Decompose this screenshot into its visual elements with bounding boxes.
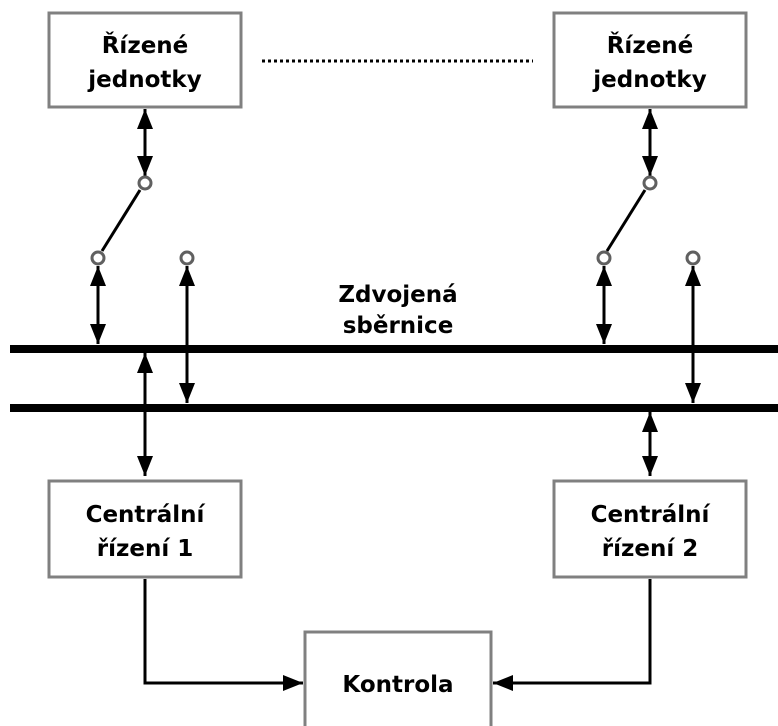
central-control-2-line1: Centrální (591, 502, 711, 528)
control-check-box: Kontrola (303, 630, 493, 726)
bus-label-line1: Zdvojená (338, 282, 457, 308)
switch-right-lever (605, 189, 647, 252)
switch-left-contact-a-node (90, 250, 106, 266)
controlled-units-right-line1: Řízené (607, 31, 694, 59)
central1-control-connector (143, 579, 303, 691)
switch-right-contact-b-node (685, 250, 701, 266)
controlled-units-left-line1: Řízené (102, 31, 189, 59)
central-control-1-line1: Centrální (86, 502, 206, 528)
central-control-2-line2: řízení 2 (602, 536, 698, 562)
controlled-units-left-line2: jednotky (87, 67, 201, 93)
controlled-units-box-right: Řízené jednotky (552, 11, 748, 109)
switch-left-pivot-node (137, 175, 153, 191)
central-control-1-line2: řízení 1 (97, 536, 193, 562)
switch-left-lever (100, 189, 142, 252)
central2-control-connector (493, 579, 652, 691)
bus-label-line2: sběrnice (343, 313, 454, 339)
central-control-2-box: Centrální řízení 2 (552, 479, 748, 579)
controlled-units-right-line2: jednotky (592, 67, 706, 93)
switch-right-contact-a-node (596, 250, 612, 266)
controlled-units-box-left: Řízené jednotky (47, 11, 243, 109)
central-control-1-box: Centrální řízení 1 (47, 479, 243, 579)
control-check-label: Kontrola (342, 672, 453, 698)
switch-right-pivot-node (642, 175, 658, 191)
switch-left-contact-b-node (179, 250, 195, 266)
